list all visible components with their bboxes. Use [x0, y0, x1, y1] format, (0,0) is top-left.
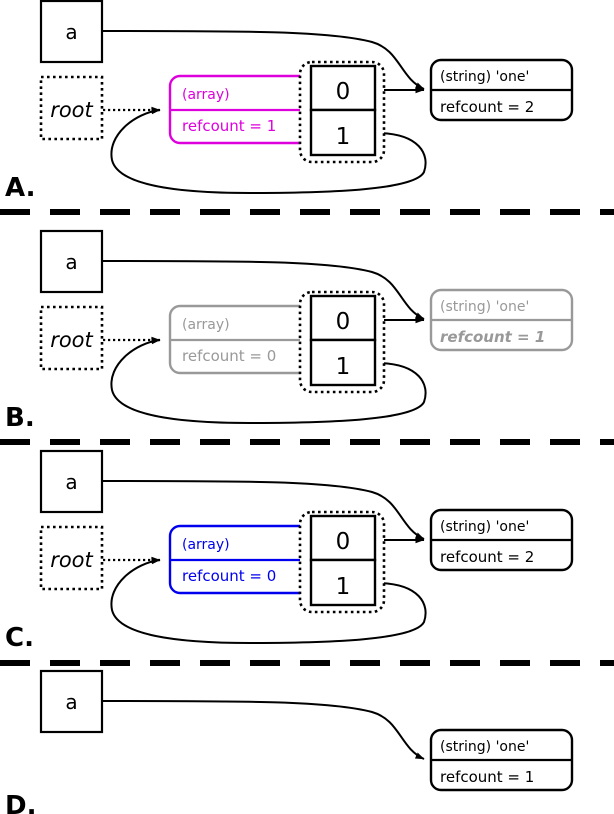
root-box-a: [39, 75, 104, 141]
string-box-d: (string) 'one' refcount = 1: [429, 728, 574, 792]
edge-a-to-string-a: [101, 30, 425, 90]
panel-letter-b: B.: [5, 403, 35, 433]
cell-1-c: [309, 558, 377, 607]
variable-box-d: [39, 669, 104, 734]
string-type-label-b: (string) 'one': [440, 299, 529, 315]
cell-1-index-b: 1: [336, 354, 351, 380]
cell-1-b: [309, 338, 377, 387]
array-type-label-c: (array): [182, 537, 230, 553]
array-box-a: (array) refcount = 1: [168, 74, 313, 145]
panel-d: a (string) 'one' refcount = 1 D.: [5, 669, 574, 814]
string-refcount-label-a: refcount = 2: [440, 98, 534, 116]
array-type-label-b: (array): [182, 317, 230, 333]
variable-box-b: [39, 229, 104, 294]
array-refcount-label-b: refcount = 0: [182, 347, 276, 365]
string-refcount-label-c: refcount = 2: [440, 548, 534, 566]
array-cells-c: 0 1: [298, 510, 386, 614]
cell-0-index-c: 0: [336, 529, 351, 555]
root-label-a: root: [50, 98, 93, 122]
variable-label-c: a: [65, 470, 77, 494]
string-type-label-c: (string) 'one': [440, 519, 529, 535]
array-type-label-a: (array): [182, 87, 230, 103]
edge-selfloop-b: [110, 337, 427, 425]
root-box-b: [39, 305, 104, 371]
array-refcount-label-a: refcount = 1: [182, 117, 276, 135]
cell-1-index-c: 1: [336, 574, 351, 600]
root-label-c: root: [50, 548, 93, 572]
panel-c: a root (array) refcount = 0 0 1 (string)…: [5, 449, 574, 653]
root-box-c: [39, 525, 104, 591]
panel-b: a root (array) refcount = 0 0 1 (string)…: [5, 229, 574, 433]
array-box-b: (array) refcount = 0: [168, 304, 313, 375]
array-cells-a: 0 1: [298, 60, 386, 164]
string-box-c: (string) 'one' refcount = 2: [429, 508, 574, 572]
panel-a: a root (array) refcount = 1 0 1 (string)…: [5, 0, 574, 203]
cell-0-index-a: 0: [336, 79, 351, 105]
variable-label-d: a: [65, 690, 77, 714]
panel-letter-a: A.: [5, 173, 35, 203]
string-refcount-label-b: refcount = 1: [440, 328, 545, 346]
cell-1-a: [309, 108, 377, 157]
edge-a-to-string-d: [101, 700, 425, 760]
edge-a-to-string-b: [101, 260, 425, 320]
string-box-a: (string) 'one' refcount = 2: [429, 58, 574, 122]
string-refcount-label-d: refcount = 1: [440, 768, 534, 786]
string-box-b: (string) 'one' refcount = 1: [429, 288, 574, 352]
cell-1-index-a: 1: [336, 124, 351, 150]
array-refcount-label-c: refcount = 0: [182, 567, 276, 585]
string-type-label-d: (string) 'one': [440, 739, 529, 755]
cell-0-index-b: 0: [336, 309, 351, 335]
array-box-c: (array) refcount = 0: [168, 524, 313, 595]
array-cells-b: 0 1: [298, 290, 386, 394]
cell-0-b: [309, 294, 377, 342]
variable-label-b: a: [65, 250, 77, 274]
edge-a-to-string-c: [101, 480, 425, 540]
edge-selfloop-a: [110, 107, 427, 195]
panel-letter-c: C.: [5, 623, 34, 653]
root-label-b: root: [50, 328, 93, 352]
string-type-label-a: (string) 'one': [440, 69, 529, 85]
variable-label-a: a: [65, 20, 77, 44]
edge-selfloop-c: [110, 557, 427, 645]
panel-letter-d: D.: [5, 791, 36, 814]
variable-box-c: [39, 449, 104, 514]
variable-box-a: [39, 0, 104, 64]
